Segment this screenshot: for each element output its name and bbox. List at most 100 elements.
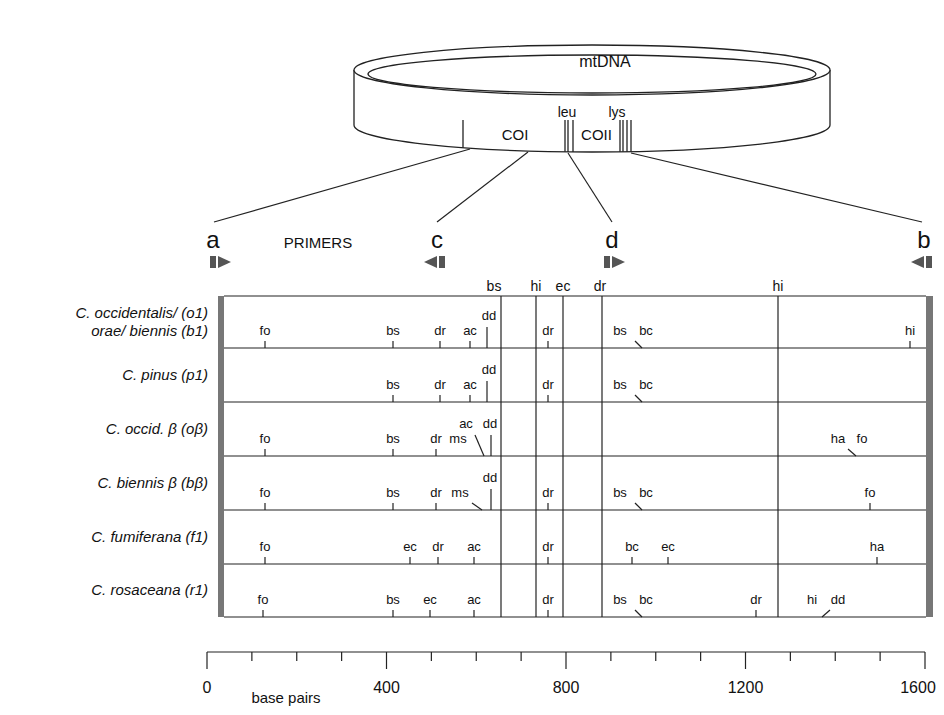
site-tick	[262, 610, 263, 617]
primer-arrowhead	[612, 256, 625, 268]
trna-border	[626, 120, 627, 152]
site-tick	[547, 557, 548, 564]
site-label: dr	[542, 378, 554, 393]
primer-letter: c	[431, 226, 443, 254]
primer-arrows	[210, 256, 932, 268]
site-label: dr	[542, 486, 554, 501]
site-label: fo	[260, 324, 271, 339]
site-line-label: dr	[594, 278, 606, 294]
site-tick	[472, 503, 482, 510]
site-label: ec	[423, 593, 437, 608]
shared-site-line	[562, 296, 563, 617]
axis-number: 1200	[728, 679, 764, 697]
site-label: bc	[639, 593, 653, 608]
site-label: ha	[870, 540, 884, 555]
primer-arrowhead	[424, 256, 437, 268]
site-label: dr	[430, 432, 442, 447]
species-label: C. occid. β (oβ)	[106, 420, 208, 437]
site-tick	[392, 341, 393, 348]
site-line-label: bs	[487, 278, 502, 294]
species-label: C. pinus (p1)	[122, 366, 208, 383]
site-tick	[635, 341, 642, 348]
site-tick	[475, 435, 484, 456]
row-line	[224, 509, 926, 510]
site-label: dr	[542, 324, 554, 339]
primer-letter: a	[206, 226, 219, 254]
axis-tick	[476, 652, 477, 661]
site-label: bs	[613, 378, 627, 393]
gene-name: COI	[502, 126, 529, 143]
gene-border	[564, 120, 565, 152]
site-label: bc	[639, 486, 653, 501]
shared-site-line	[601, 296, 602, 617]
site-label: dd	[483, 471, 497, 486]
site-tick	[869, 503, 870, 510]
site-label: dr	[434, 324, 446, 339]
site-line-label: ec	[556, 278, 571, 294]
axis-tick	[700, 652, 701, 661]
site-label: ac	[467, 593, 481, 608]
axis-number: 0	[203, 679, 212, 697]
trna-label: leu	[558, 104, 577, 120]
site-label: ac	[459, 417, 473, 432]
site-line-label: hi	[531, 278, 542, 294]
leader-line	[568, 153, 612, 222]
primer-leader-lines	[214, 149, 922, 222]
row-line	[224, 347, 926, 348]
axis-tick	[341, 652, 342, 661]
axis-tick	[521, 652, 522, 661]
site-tick	[631, 557, 632, 564]
map-end-bar	[218, 296, 224, 617]
primer-arrowhead	[911, 256, 924, 268]
site-tick	[409, 557, 410, 564]
site-tick	[435, 503, 436, 510]
scale-axis	[207, 652, 925, 669]
site-tick	[848, 449, 856, 456]
map-rows	[224, 296, 926, 617]
row-line	[224, 455, 926, 456]
site-line-label: hi	[773, 278, 784, 294]
trna-border	[622, 120, 623, 152]
site-label: ms	[451, 486, 468, 501]
row-line	[224, 563, 926, 564]
species-label: orae/ biennis (b1)	[91, 322, 208, 339]
site-label: ec	[403, 540, 417, 555]
site-tick	[473, 610, 474, 617]
species-label: C. rosaceana (r1)	[91, 581, 208, 598]
ring-name: mtDNA	[579, 53, 631, 71]
site-tick	[755, 610, 756, 617]
site-label: bs	[613, 324, 627, 339]
species-label: C. biennis β (bβ)	[97, 474, 208, 491]
site-tick	[392, 610, 393, 617]
site-label: fo	[260, 540, 271, 555]
axis-tick	[655, 652, 656, 661]
site-label: fo	[865, 486, 876, 501]
site-tick	[469, 341, 470, 348]
site-tick	[264, 449, 265, 456]
shared-site-line	[777, 296, 778, 617]
site-ticks	[263, 327, 910, 617]
site-tick	[392, 503, 393, 510]
site-label: bs	[386, 432, 400, 447]
axis-tick	[206, 652, 207, 669]
row-line	[224, 295, 926, 296]
site-tick	[429, 610, 430, 617]
site-label: fo	[260, 486, 271, 501]
site-tick	[473, 557, 474, 564]
species-label: C. occidentalis/ (o1)	[75, 304, 208, 321]
site-tick	[547, 503, 548, 510]
site-tick	[439, 341, 440, 348]
site-tick	[437, 557, 438, 564]
trna-label: lys	[608, 104, 625, 120]
axis-tick	[745, 652, 746, 669]
site-tick	[635, 395, 642, 402]
primer-block	[210, 256, 216, 268]
mtdna-ring-drawing	[354, 45, 830, 152]
axis-number: 400	[373, 679, 400, 697]
site-tick	[486, 327, 487, 348]
leader-line	[631, 153, 922, 222]
site-label: bs	[613, 593, 627, 608]
site-label: fo	[260, 432, 271, 447]
site-label: fo	[857, 432, 868, 447]
